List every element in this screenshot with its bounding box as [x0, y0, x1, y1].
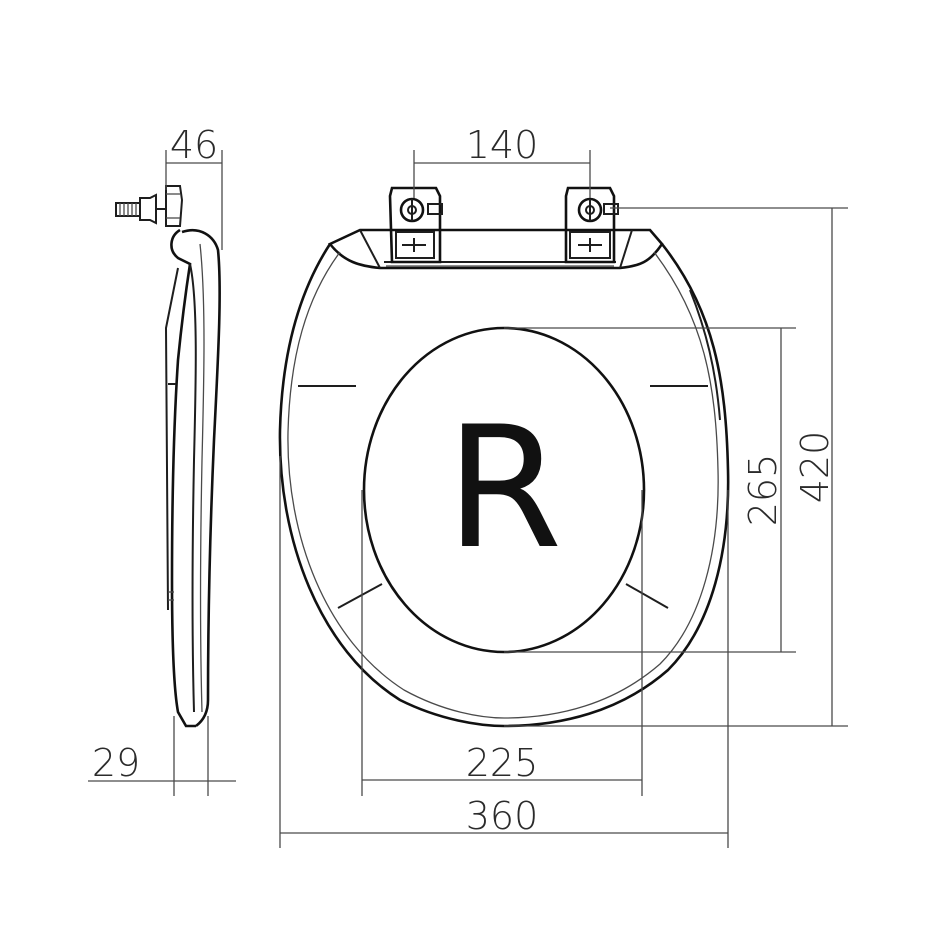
front-view: R 140 225 360 265: [278, 123, 848, 848]
dim-265-label: 265: [741, 454, 785, 527]
seat-side-profile: [164, 228, 221, 728]
bumper-mark: [337, 583, 383, 609]
dim-360-label: 360: [466, 794, 539, 838]
seat-rim-line: [287, 251, 719, 719]
dimension-46: 46: [165, 123, 223, 250]
dim-140-label: 140: [466, 123, 539, 167]
dimension-265: 265: [504, 327, 796, 653]
dimension-29: 29: [88, 716, 236, 796]
right-hinge-icon: [564, 186, 619, 264]
dimension-360: 360: [279, 456, 729, 848]
dimension-420: 420: [504, 207, 848, 727]
dimension-225: 225: [361, 490, 643, 796]
side-view: 46 29: [88, 123, 236, 796]
dim-46-label: 46: [170, 123, 218, 167]
dim-420-label: 420: [793, 431, 837, 504]
hinge-bolt-icon: [115, 185, 184, 227]
bumper-mark: [625, 583, 669, 609]
dim-29-label: 29: [92, 741, 140, 785]
left-hinge-icon: [388, 186, 443, 264]
dimension-140: 140: [413, 123, 591, 198]
dim-225-label: 225: [466, 741, 539, 785]
brand-logo-letter: R: [446, 390, 563, 586]
